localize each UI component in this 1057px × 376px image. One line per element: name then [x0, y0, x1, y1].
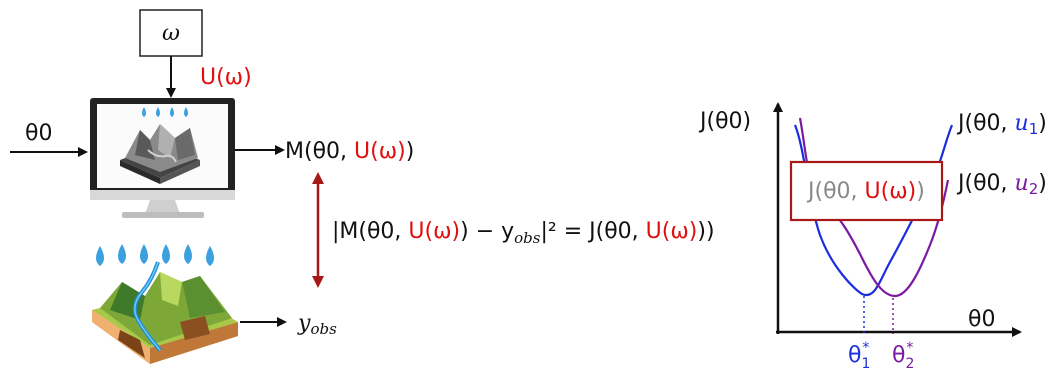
raindrops-icon: [96, 244, 214, 266]
misfit-equation: |M(θ0, U(ω)) − yobs|² = J(θ0, U(ω))): [332, 219, 715, 247]
y-axis-label: J(θ0): [698, 109, 751, 134]
theta2-star-label: θ2*: [892, 340, 914, 372]
cost-function-plot: J(θ0) θ0 J(θ0, U(ω)) J(θ0, u1) J(θ0, u2)…: [698, 102, 1047, 372]
curve-u2-label: J(θ0, u2): [956, 171, 1047, 198]
y-obs-label: yobs: [297, 311, 337, 338]
theta0-input-label: θ0: [25, 121, 52, 146]
u-omega-label: U(ω): [200, 65, 252, 90]
omega-box: [139, 9, 203, 57]
terrain-model-icon: [120, 124, 200, 184]
expected-cost-box: [789, 160, 944, 222]
expected-cost-label: J(θ0, U(ω)): [806, 179, 925, 204]
x-axis-label: θ0: [968, 307, 995, 332]
model-output-expression: M(θ0, U(ω)): [285, 139, 414, 164]
computer-monitor-icon: [90, 98, 235, 218]
curve-u1-label: J(θ0, u1): [956, 111, 1047, 138]
theta1-star-label: θ1*: [848, 340, 870, 372]
landscape-river-icon: [92, 261, 238, 364]
omega-label: ω: [162, 21, 180, 46]
screen-raindrops-icon: [142, 107, 188, 117]
